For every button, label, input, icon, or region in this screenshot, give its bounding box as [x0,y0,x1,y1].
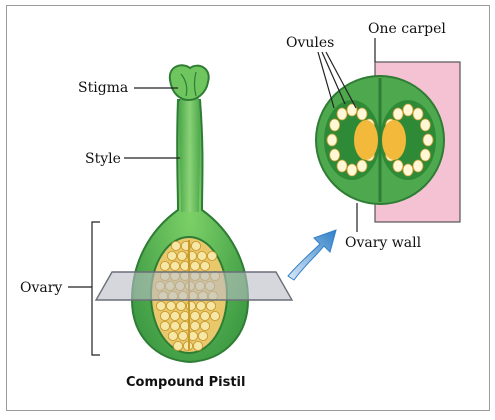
ovule [346,103,358,117]
ovule [176,250,188,262]
ovule [199,320,211,332]
ovule [175,300,187,312]
ovule [402,163,414,177]
section-arrow [287,229,337,281]
ovule [189,260,201,272]
ovule [172,340,184,352]
cut-plane [94,271,294,301]
ovule [192,340,204,352]
ovule [356,107,368,121]
ovule [159,260,171,272]
ovary-cross-section [315,61,461,223]
ovule [177,330,189,342]
ovule [356,159,368,173]
ovule [205,300,217,312]
ovule [166,250,178,262]
labels: Stigma Style Ovary Ovules One carpel Ova… [20,21,446,390]
ovule [169,260,181,272]
ovule [346,163,358,177]
ovule [159,310,171,322]
ovule [326,133,338,147]
ovule [209,310,221,322]
ovule [159,320,171,332]
ovule [195,300,207,312]
label-ovules: Ovules [286,35,334,51]
label-stigma: Stigma [78,80,128,96]
ovule [155,300,167,312]
ovule [169,310,181,322]
ovule [206,250,218,262]
style-tube [179,98,200,212]
ovule [412,159,424,173]
ovule [169,320,181,332]
ovule [329,148,341,162]
ovule [402,103,414,117]
ovule [419,148,431,162]
ovule [197,330,209,342]
ovule [199,260,211,272]
ovule [199,310,211,322]
ovule [189,310,201,322]
ovule [336,107,348,121]
ovule [165,300,177,312]
ovule [336,159,348,173]
label-one-carpel: One carpel [368,21,446,37]
ovule [419,118,431,132]
label-ovary-wall: Ovary wall [345,235,422,251]
ovule [196,250,208,262]
ovule [392,159,404,173]
label-style: Style [85,151,121,167]
ovule [185,300,197,312]
ovule [189,320,201,332]
ovule [422,133,434,147]
pistil-illustration [130,64,250,364]
label-ovary: Ovary [20,280,62,296]
ovule-cluster [154,240,221,352]
stigma-head [168,64,210,102]
ovule [167,330,179,342]
ovule [170,240,182,252]
ovule [329,118,341,132]
ovule [412,107,424,121]
ovule [190,240,202,252]
ovule [392,107,404,121]
caption: Compound Pistil [126,375,245,390]
